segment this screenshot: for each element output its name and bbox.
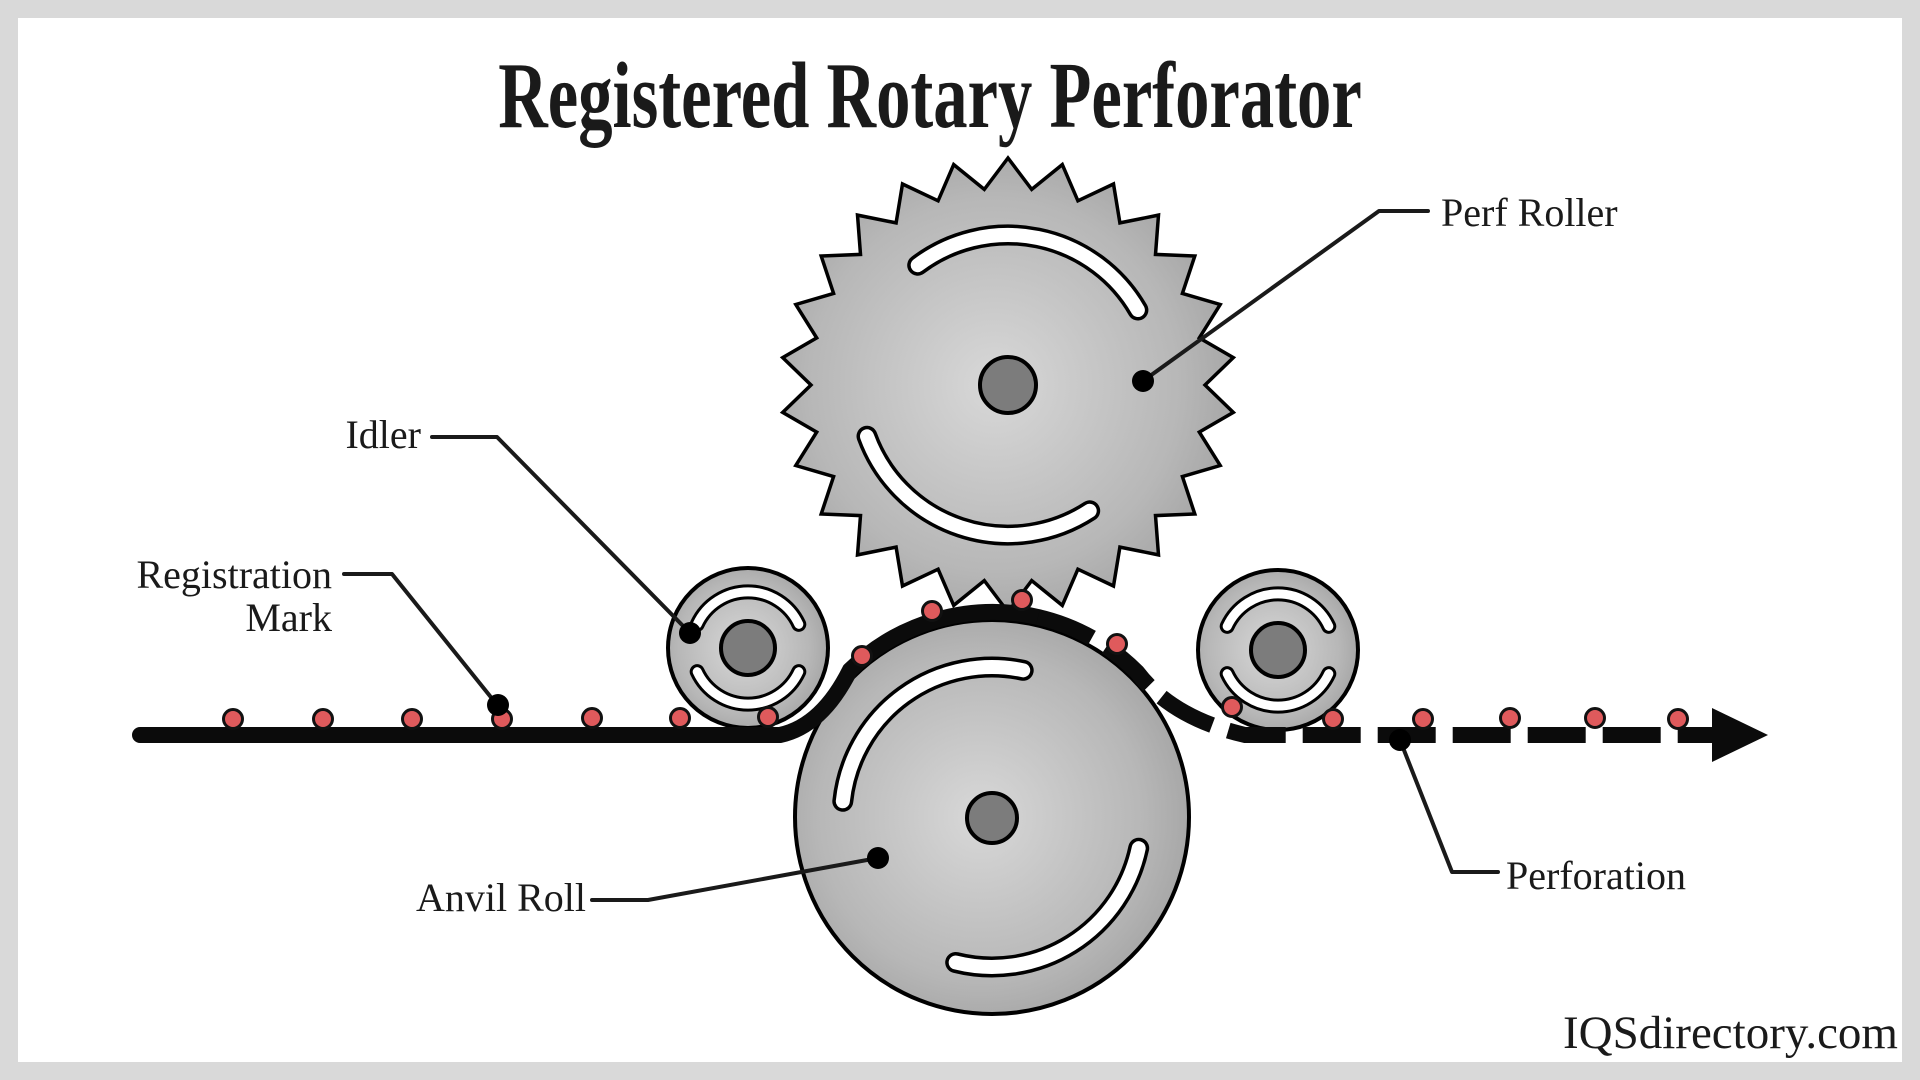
perforation-leader-line bbox=[1398, 738, 1500, 874]
registration-mark-dot bbox=[1667, 708, 1689, 730]
idler-label: Idler bbox=[345, 412, 421, 457]
right-idler-hub bbox=[1249, 621, 1307, 679]
left-idler-roller bbox=[666, 566, 830, 730]
perf-roller-hub bbox=[978, 355, 1038, 415]
idler-leader-line bbox=[430, 435, 692, 635]
registration-mark-dot bbox=[669, 707, 691, 729]
registration-mark-dot bbox=[1106, 633, 1128, 655]
perf-roller-label: Perf Roller bbox=[1441, 190, 1618, 235]
right-idler-roller bbox=[1196, 568, 1360, 732]
left-idler-arc-top bbox=[692, 587, 804, 629]
perforated-web-line bbox=[1036, 609, 1712, 743]
perf-roller-anchor-dot bbox=[1132, 370, 1154, 392]
registration-mark-dot bbox=[401, 708, 423, 730]
registration-mark-dot bbox=[1412, 708, 1434, 730]
perforation-label: Perforation bbox=[1506, 853, 1686, 898]
perf-roller-leader-line bbox=[1141, 209, 1430, 383]
registration-mark-dot bbox=[1011, 589, 1033, 611]
watermark: IQSdirectory.com bbox=[1563, 1007, 1898, 1059]
right-idler-arc-bottom bbox=[1222, 669, 1334, 711]
registration-mark-label-line2: Mark bbox=[245, 595, 332, 640]
registration-mark-dot bbox=[921, 600, 943, 622]
left-idler-arc-bottom bbox=[692, 667, 804, 709]
registration-mark-dot bbox=[1584, 707, 1606, 729]
right-idler-arc-top bbox=[1222, 589, 1334, 631]
anvil-roll-arc-top bbox=[835, 660, 1031, 809]
diagram-title: Registered Rotary Perforator bbox=[498, 44, 1362, 148]
registration-mark-dot bbox=[222, 708, 244, 730]
anvil-roll-anchor-dot bbox=[867, 847, 889, 869]
registration-mark-dot bbox=[1221, 696, 1243, 718]
idler-anchor-dot bbox=[679, 622, 701, 644]
anvil-roll-hub bbox=[965, 791, 1019, 845]
anvil-roll-label: Anvil Roll bbox=[416, 875, 586, 920]
left-idler-hub bbox=[719, 619, 777, 677]
anvil-roll-leader-line bbox=[590, 856, 880, 902]
callouts bbox=[342, 209, 1500, 902]
perforation-anchor-dot bbox=[1389, 729, 1411, 751]
registration-marks-group bbox=[222, 589, 1689, 730]
registration-mark-anchor-dot bbox=[487, 694, 509, 716]
registration-mark-dot bbox=[851, 645, 873, 667]
registration-mark-dot bbox=[1322, 708, 1344, 730]
registration-mark-dot bbox=[312, 708, 334, 730]
anvil-roll bbox=[793, 618, 1191, 1016]
perf-roller-arc-top bbox=[910, 228, 1145, 317]
registration-mark-leader-line bbox=[342, 572, 500, 708]
perf-roller-arc-bottom bbox=[860, 429, 1097, 542]
web-direction-arrowhead bbox=[1712, 708, 1768, 762]
perf-roller bbox=[779, 155, 1237, 615]
registration-mark-label-line1: Registration bbox=[136, 552, 332, 597]
registration-mark-dot bbox=[757, 706, 779, 728]
registration-mark-dot bbox=[1499, 707, 1521, 729]
registration-mark-dot bbox=[581, 707, 603, 729]
anvil-roll-arc-bottom bbox=[948, 841, 1146, 974]
